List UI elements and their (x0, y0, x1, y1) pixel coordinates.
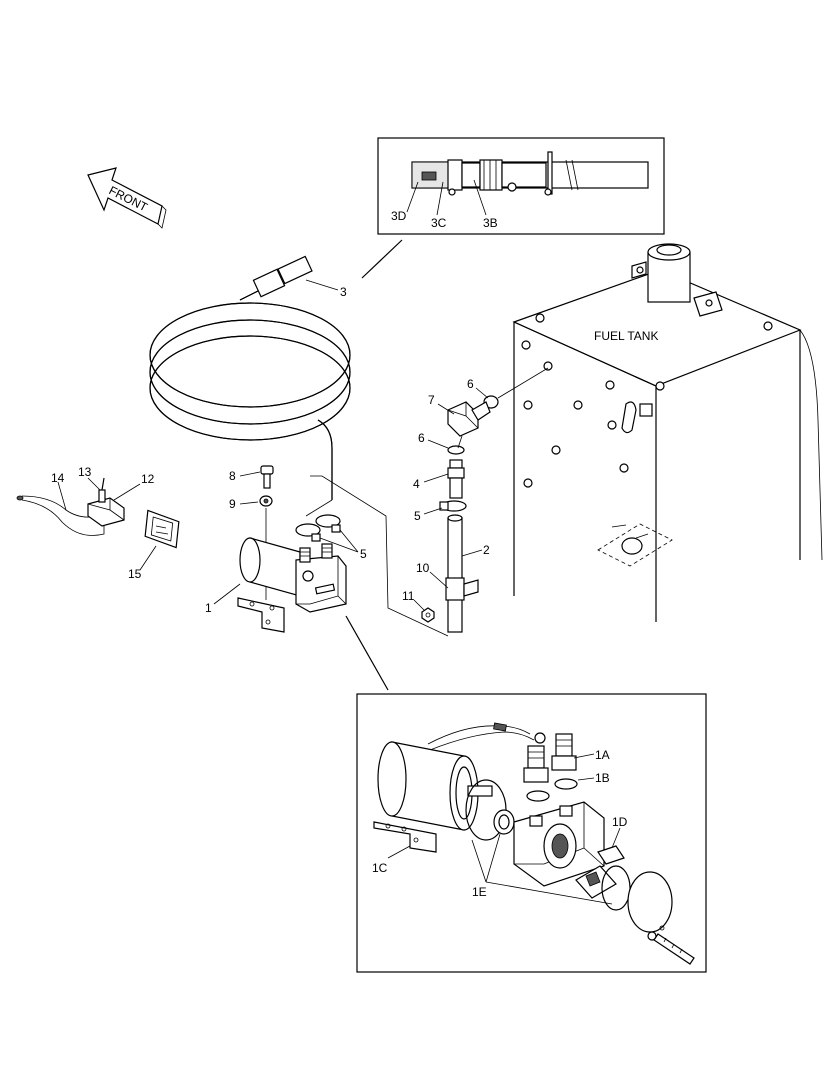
bracket-10 (445, 577, 479, 601)
svg-text:9: 9 (229, 497, 236, 511)
hose-clamp-5-right (439, 500, 467, 512)
callout-9: 9 (229, 497, 259, 511)
detail-1-pointer (345, 615, 389, 691)
callout-1C: 1C (372, 845, 411, 875)
coiled-hose (149, 255, 351, 500)
callout-4: 4 (413, 473, 449, 491)
svg-text:4: 4 (413, 477, 420, 491)
callout-3B: 3B (473, 179, 498, 230)
callout-13: 13 (78, 465, 101, 491)
svg-text:5: 5 (414, 509, 421, 523)
callout-1D: 1D (611, 815, 628, 849)
callout-6-lower: 6 (418, 431, 449, 449)
callout-11: 11 (402, 589, 425, 611)
detail-3-pointer (361, 239, 403, 279)
washer-9 (259, 495, 273, 507)
callout-7: 7 (428, 393, 455, 415)
callout-15: 15 (128, 545, 157, 581)
svg-text:1B: 1B (595, 771, 610, 785)
svg-text:3B: 3B (483, 216, 498, 230)
callout-8: 8 (229, 469, 261, 483)
callout-1E: 1E (471, 833, 613, 905)
detail-box-pump-exploded (356, 693, 707, 973)
hose-clamps-5-left (295, 514, 341, 542)
callout-3: 3 (305, 279, 347, 299)
svg-text:2: 2 (483, 543, 490, 557)
svg-text:1E: 1E (472, 885, 487, 899)
front-arrow: FRONT (87, 167, 167, 229)
svg-text:12: 12 (141, 472, 155, 486)
detail-box-hose-end (377, 137, 665, 235)
svg-text:1A: 1A (595, 748, 610, 762)
svg-text:3C: 3C (431, 216, 447, 230)
bolt-8 (260, 465, 274, 489)
nut-11 (421, 607, 435, 623)
svg-text:3: 3 (340, 285, 347, 299)
switch-assembly (16, 477, 125, 536)
svg-text:1C: 1C (372, 861, 388, 875)
svg-text:14: 14 (51, 471, 65, 485)
svg-text:6: 6 (418, 431, 425, 445)
oring-6-upper (483, 395, 499, 409)
fuel-pump-assembly-1 (237, 537, 347, 633)
callout-3C: 3C (431, 181, 447, 230)
fuel-tank: FUEL TANK (512, 243, 823, 622)
callout-1: 1 (205, 583, 241, 615)
callout-1B: 1B (577, 771, 610, 785)
centerline-elbow (497, 367, 549, 399)
svg-text:8: 8 (229, 469, 236, 483)
callout-2: 2 (461, 543, 490, 557)
callout-6-upper: 6 (467, 377, 489, 399)
oring-6-lower (447, 445, 465, 455)
svg-text:7: 7 (428, 393, 435, 407)
svg-text:5: 5 (360, 547, 367, 561)
svg-text:6: 6 (467, 377, 474, 391)
fuel-pipe-2 (447, 514, 463, 633)
connector-4 (447, 459, 465, 499)
svg-text:13: 13 (78, 465, 92, 479)
svg-text:3D: 3D (391, 209, 407, 223)
svg-text:10: 10 (416, 561, 430, 575)
callout-5-left: 5 (319, 529, 367, 561)
svg-text:1: 1 (205, 601, 212, 615)
callout-5-right: 5 (414, 507, 443, 523)
svg-text:11: 11 (402, 589, 415, 603)
svg-text:1D: 1D (612, 815, 628, 829)
callout-3D: 3D (391, 181, 419, 223)
connection-line (310, 475, 449, 637)
decal-15 (144, 509, 180, 549)
svg-text:15: 15 (128, 567, 142, 581)
callout-1A: 1A (573, 748, 610, 762)
callout-14: 14 (51, 471, 67, 511)
connection-line-2 (305, 499, 333, 517)
fuel-tank-label: FUEL TANK (594, 329, 658, 343)
callout-10: 10 (416, 561, 449, 589)
elbow-fitting-7 (447, 401, 491, 437)
callout-12: 12 (113, 472, 155, 501)
